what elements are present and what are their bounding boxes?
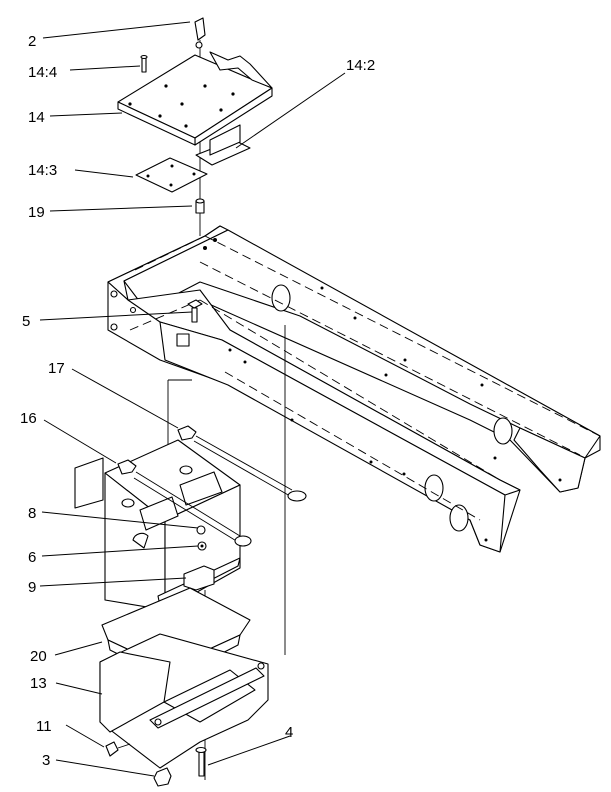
mounting-plate-14 xyxy=(117,51,273,146)
callout-14: 14 xyxy=(28,109,45,126)
callout-8: 8 xyxy=(28,505,36,522)
pin-14-4 xyxy=(140,54,148,73)
frame-rails xyxy=(107,225,601,553)
callout-14-4: 14:4 xyxy=(28,64,57,81)
callout-3: 3 xyxy=(42,752,50,769)
fitting-2 xyxy=(194,17,206,49)
callout-6: 6 xyxy=(28,549,36,566)
callout-2: 2 xyxy=(28,33,36,50)
callout-16: 16 xyxy=(20,410,37,427)
callout-11: 11 xyxy=(36,718,52,735)
callout-9: 9 xyxy=(28,579,36,596)
battery xyxy=(74,439,241,611)
bolt-11 xyxy=(105,741,131,757)
leader-lines xyxy=(39,21,346,777)
bracket-14-2 xyxy=(195,124,251,166)
nut-3 xyxy=(153,767,172,787)
callout-19: 19 xyxy=(28,204,45,221)
callout-20: 20 xyxy=(30,648,47,665)
nut-9 xyxy=(183,565,215,591)
cable-17 xyxy=(177,425,307,502)
bracket-13 xyxy=(99,633,269,769)
callout-13: 13 xyxy=(30,675,47,692)
callout-5: 5 xyxy=(22,313,30,330)
bolt-4 xyxy=(195,746,207,777)
washer-8-6 xyxy=(196,525,207,551)
callout-14-3: 14:3 xyxy=(28,162,57,179)
cable-16 xyxy=(117,459,252,547)
callout-17: 17 xyxy=(48,360,65,377)
spacer-19 xyxy=(195,198,205,214)
callout-4: 4 xyxy=(285,724,293,741)
callout-14-2: 14:2 xyxy=(346,57,375,74)
pad-14-3 xyxy=(135,157,208,193)
callout-labels: 2 14:4 14:2 14 14:3 19 5 17 16 8 6 9 20 … xyxy=(20,33,375,769)
bolt-5 xyxy=(187,299,203,323)
